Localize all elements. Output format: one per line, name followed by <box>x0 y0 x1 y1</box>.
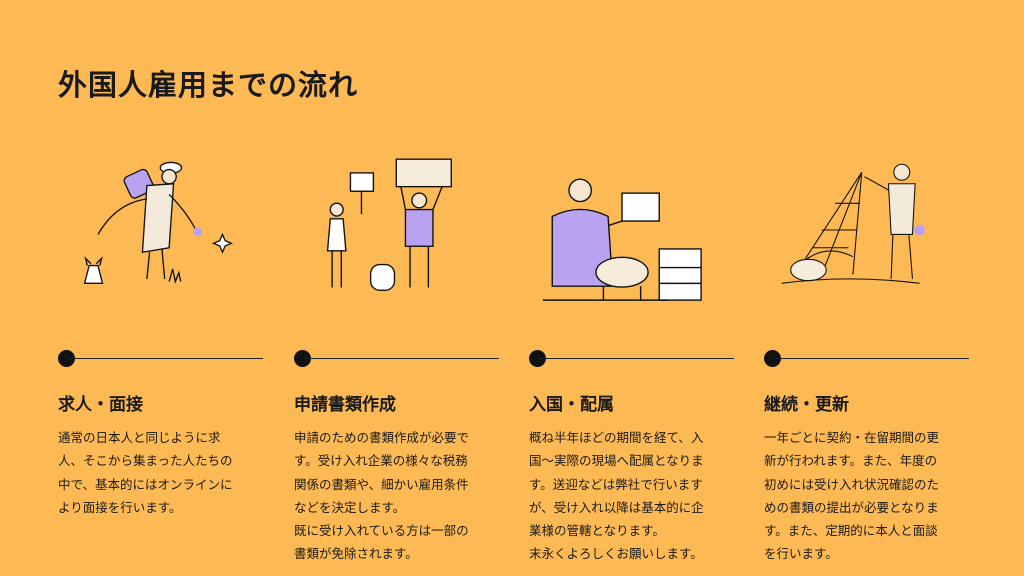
step-heading: 申請書類作成 <box>294 395 396 415</box>
description-line: 末永くよろしくお願いします。 <box>529 546 703 562</box>
timeline-line <box>68 358 263 359</box>
description-line: 国〜実際の現場へ配属となりま <box>529 453 704 469</box>
step-description: 通常の日本人と同じように求 人、そこから集まった人たちの 中で、基本的にはオンラ… <box>58 426 233 519</box>
description-line: 既に受け入れている方は一部の <box>294 523 469 539</box>
vet-with-pig-illustration <box>542 178 702 301</box>
timeline-line <box>304 358 499 359</box>
step-heading: 求人・面接 <box>58 395 143 415</box>
description-line: 業様の管轄となります。 <box>529 523 665 539</box>
timeline-dot <box>529 350 546 367</box>
description-line: 中で、基本的にはオンラインに <box>58 476 233 492</box>
step-description: 概ね半年ほどの期間を経て、入 国〜実際の現場へ配属となりま す。送迎などは弊社で… <box>529 426 704 566</box>
description-line: が、受け入れ以降は基本的に企 <box>529 499 704 515</box>
step-heading: 入国・配属 <box>529 395 614 415</box>
description-line: 書類が免除されます。 <box>294 546 418 562</box>
timeline-line <box>539 358 734 359</box>
timeline-dot <box>58 350 75 367</box>
description-line: より面接を行います。 <box>58 499 182 515</box>
description-line: などを決定します。 <box>294 499 406 515</box>
page-title: 外国人雇用までの流れ <box>58 68 359 102</box>
description-line: めの書類の提出が必要となりま <box>764 499 939 515</box>
description-line: 概ね半年ほどの期間を経て、入 <box>529 430 704 445</box>
description-line: 通常の日本人と同じように求 <box>58 430 221 445</box>
step-heading: 継続・更新 <box>764 395 849 415</box>
description-line: 関係の書類や、細かい雇用条件 <box>294 476 469 492</box>
step-description: 一年ごとに契約・在留期間の更 新が行われます。また、年度の 初めには受け入れ状況… <box>764 426 939 566</box>
timeline-marker <box>294 350 499 368</box>
people-holding-signs-illustration <box>326 158 452 291</box>
description-line: 初めには受け入れ状況確認のた <box>764 476 940 492</box>
timeline-dot <box>764 350 781 367</box>
description-line: 申請のための書類作成が必要で <box>294 430 470 445</box>
description-line: を行います。 <box>764 546 838 562</box>
timeline-dot <box>294 350 311 367</box>
step-description: 申請のための書類作成が必要で す。受け入れ企業の様々な税務 関係の書類や、細かい… <box>294 426 469 566</box>
timeline-marker <box>529 350 734 368</box>
description-line: 新が行われます。また、年度の <box>764 453 938 469</box>
woman-with-dog-illustration <box>83 161 234 284</box>
description-line: 人、そこから集まった人たちの <box>58 453 233 469</box>
timeline-marker <box>764 350 969 368</box>
fisher-with-net-illustration <box>781 163 925 284</box>
description-line: 一年ごとに契約・在留期間の更 <box>764 430 940 445</box>
description-line: す。送迎などは弊社で行います <box>529 476 703 492</box>
timeline-line <box>774 358 969 359</box>
description-line: す。また、定期的に本人と面談 <box>764 523 938 539</box>
description-line: す。受け入れ企業の様々な税務 <box>294 453 468 469</box>
timeline-marker <box>58 350 263 368</box>
